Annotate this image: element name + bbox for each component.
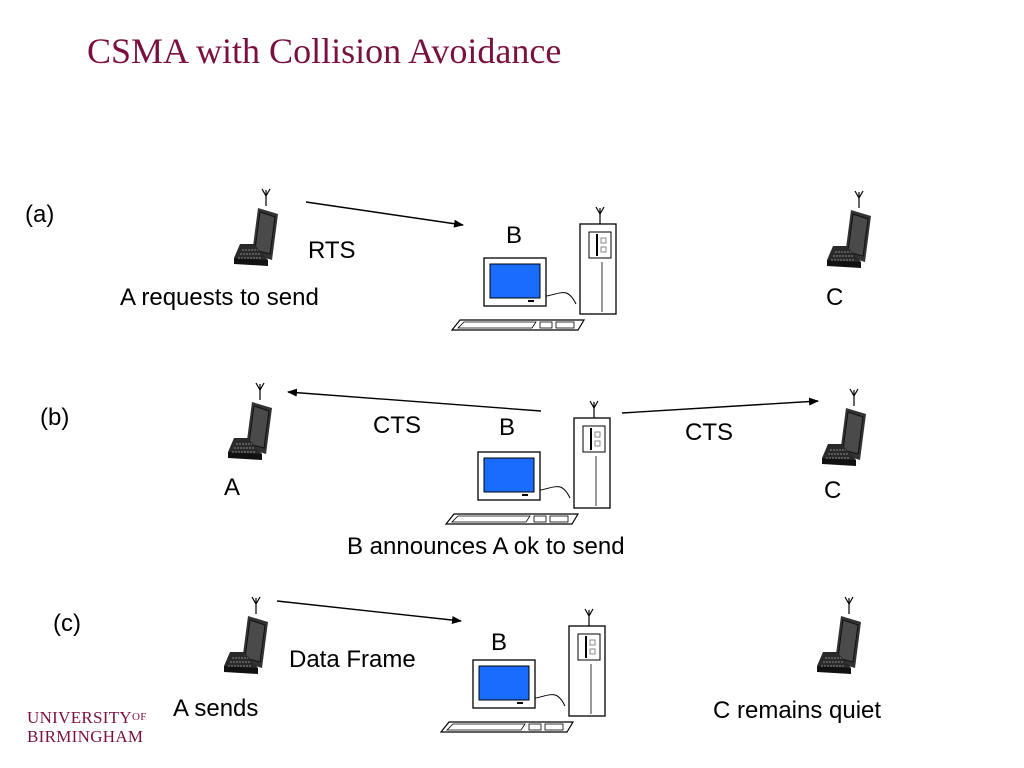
cts-left-label: CTS (373, 412, 421, 439)
logo-birmingham: BIRMINGHAM (27, 727, 144, 746)
laptop-a-icon (233, 188, 279, 267)
data-frame-label: Data Frame (289, 646, 416, 673)
panel-c (223, 596, 862, 733)
slide-title: CSMA with Collision Avoidance (87, 31, 562, 71)
caption-c: A sends (173, 695, 259, 722)
base-b-label: B (499, 414, 516, 441)
base-b-label: B (506, 222, 523, 249)
caption-c-right: C remains quiet (713, 697, 882, 724)
laptop-c-icon (826, 190, 872, 269)
logo-of: OF (132, 711, 147, 723)
base-station-b-icon (440, 608, 606, 733)
panel-b (227, 382, 867, 525)
laptop-a-icon (227, 382, 273, 461)
cts-arrow-right (621, 397, 819, 414)
laptop-c-icon (821, 388, 867, 467)
data-frame-arrow (276, 600, 462, 625)
university-logo: UNIVERSITYOF BIRMINGHAM (27, 708, 147, 746)
laptop-c-icon (816, 596, 862, 675)
laptop-a-icon (223, 596, 269, 675)
node-c-label: C (824, 477, 842, 504)
panel-a-tag: (a) (25, 201, 55, 228)
rts-arrow (305, 201, 464, 228)
base-b-label: B (491, 629, 508, 656)
node-a-label: A (224, 474, 241, 501)
cts-arrow-left (287, 388, 542, 412)
node-c-label: C (826, 284, 844, 311)
caption-a: A requests to send (120, 284, 319, 311)
rts-label: RTS (308, 237, 356, 264)
cts-right-label: CTS (685, 419, 733, 446)
base-station-b-icon (451, 206, 617, 331)
logo-university: UNIVERSITY (27, 708, 132, 727)
panel-c-tag: (c) (53, 610, 81, 637)
caption-b: B announces A ok to send (347, 533, 625, 560)
base-station-b-icon (445, 400, 611, 525)
panel-b-tag: (b) (40, 404, 70, 431)
panel-a (233, 188, 872, 331)
